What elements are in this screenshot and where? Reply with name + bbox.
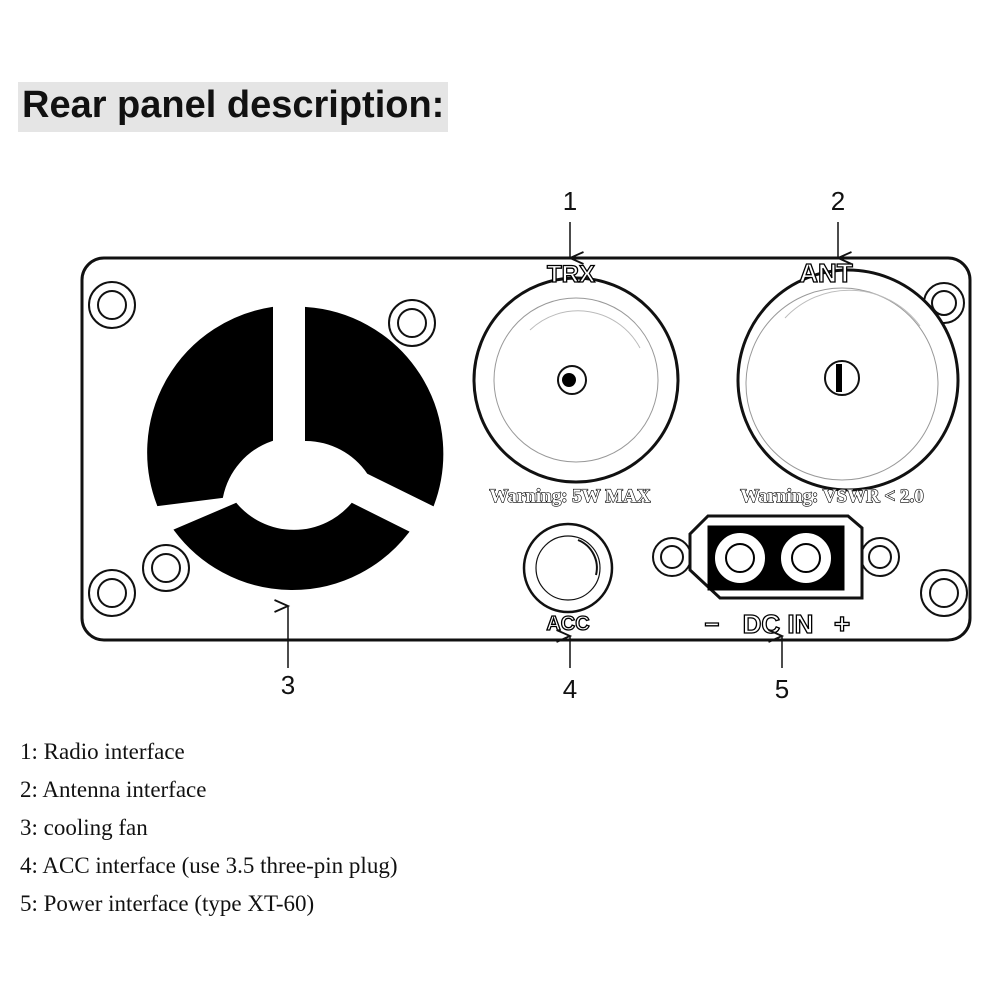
corner-screws — [88, 281, 968, 617]
ant-connector — [736, 268, 960, 492]
dc-in-connector — [688, 514, 864, 600]
callout-arrows — [274, 222, 852, 668]
callout-2: 2 — [831, 186, 845, 216]
acc-label: ACC — [546, 613, 589, 635]
callout-4: 4 — [563, 674, 577, 704]
rear-panel-diagram: TRX ANT Warning: 5W MAX Warning: VSWR < … — [80, 186, 972, 704]
page-title: Rear panel description: — [18, 82, 449, 132]
dc-plus-label: + — [834, 608, 850, 639]
acc-jack — [522, 522, 614, 614]
callout-1: 1 — [563, 186, 577, 216]
legend-item-4: 4: ACC interface (use 3.5 three-pin plug… — [20, 853, 398, 878]
legend-list: 1: Radio interface 2: Antenna interface … — [20, 733, 397, 923]
legend-item-2: 2: Antenna interface — [20, 777, 207, 802]
dc-in-label: DC IN — [743, 609, 814, 639]
fan-blade-bottom — [173, 502, 410, 590]
legend-item-3: 3: cooling fan — [20, 815, 148, 840]
trx-connector — [472, 276, 680, 484]
callout-5: 5 — [775, 674, 789, 704]
callout-3: 3 — [281, 670, 295, 700]
warning-vswr-label: Warning: VSWR < 2.0 — [740, 486, 924, 507]
warning-power-label: Warning: 5W MAX — [489, 486, 650, 507]
trx-label: TRX — [547, 261, 595, 288]
dc-minus-label: − — [704, 609, 719, 639]
legend-item-5: 5: Power interface (type XT-60) — [20, 891, 315, 916]
legend-item-1: 1: Radio interface — [20, 739, 185, 764]
cooling-fan — [147, 306, 444, 590]
fan-blade-top-right — [305, 306, 444, 507]
ant-label: ANT — [799, 258, 853, 288]
fan-blade-top-left — [147, 306, 273, 507]
